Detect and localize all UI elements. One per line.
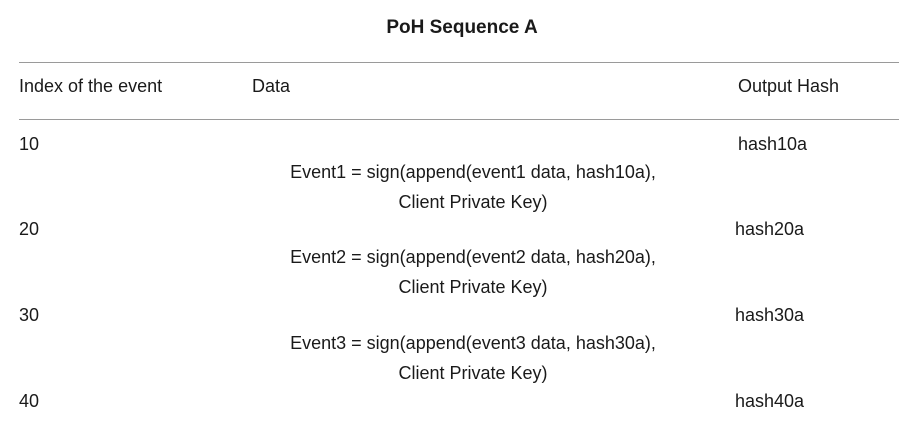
event-data: Event2 = sign(append(event2 data, hash20… [240, 242, 706, 302]
event-formula: Event1 = sign(append(event1 data, hash10… [290, 162, 656, 182]
row-index: 40 [19, 391, 40, 411]
column-header-index: Index of the event [19, 76, 163, 96]
column-header-data: Data [252, 76, 291, 96]
event-data: Event3 = sign(append(event3 data, hash30… [240, 328, 706, 388]
row-index: 10 [19, 134, 40, 154]
event-key: Client Private Key) [398, 192, 548, 212]
row-output-hash: hash10a [738, 134, 808, 154]
event-key: Client Private Key) [398, 363, 548, 383]
event-formula: Event2 = sign(append(event2 data, hash20… [290, 247, 656, 267]
event-data: Event1 = sign(append(event1 data, hash10… [240, 157, 706, 217]
row-output-hash: hash20a [735, 219, 805, 239]
event-formula: Event3 = sign(append(event3 data, hash30… [290, 333, 656, 353]
row-index: 30 [19, 305, 40, 325]
header-bottom-rule [19, 119, 899, 120]
column-header-output-hash: Output Hash [738, 76, 840, 96]
row-output-hash: hash40a [735, 391, 805, 411]
header-top-rule [19, 62, 899, 63]
row-output-hash: hash30a [735, 305, 805, 325]
table-title: PoH Sequence A [386, 17, 538, 38]
event-key: Client Private Key) [398, 277, 548, 297]
row-index: 20 [19, 219, 40, 239]
